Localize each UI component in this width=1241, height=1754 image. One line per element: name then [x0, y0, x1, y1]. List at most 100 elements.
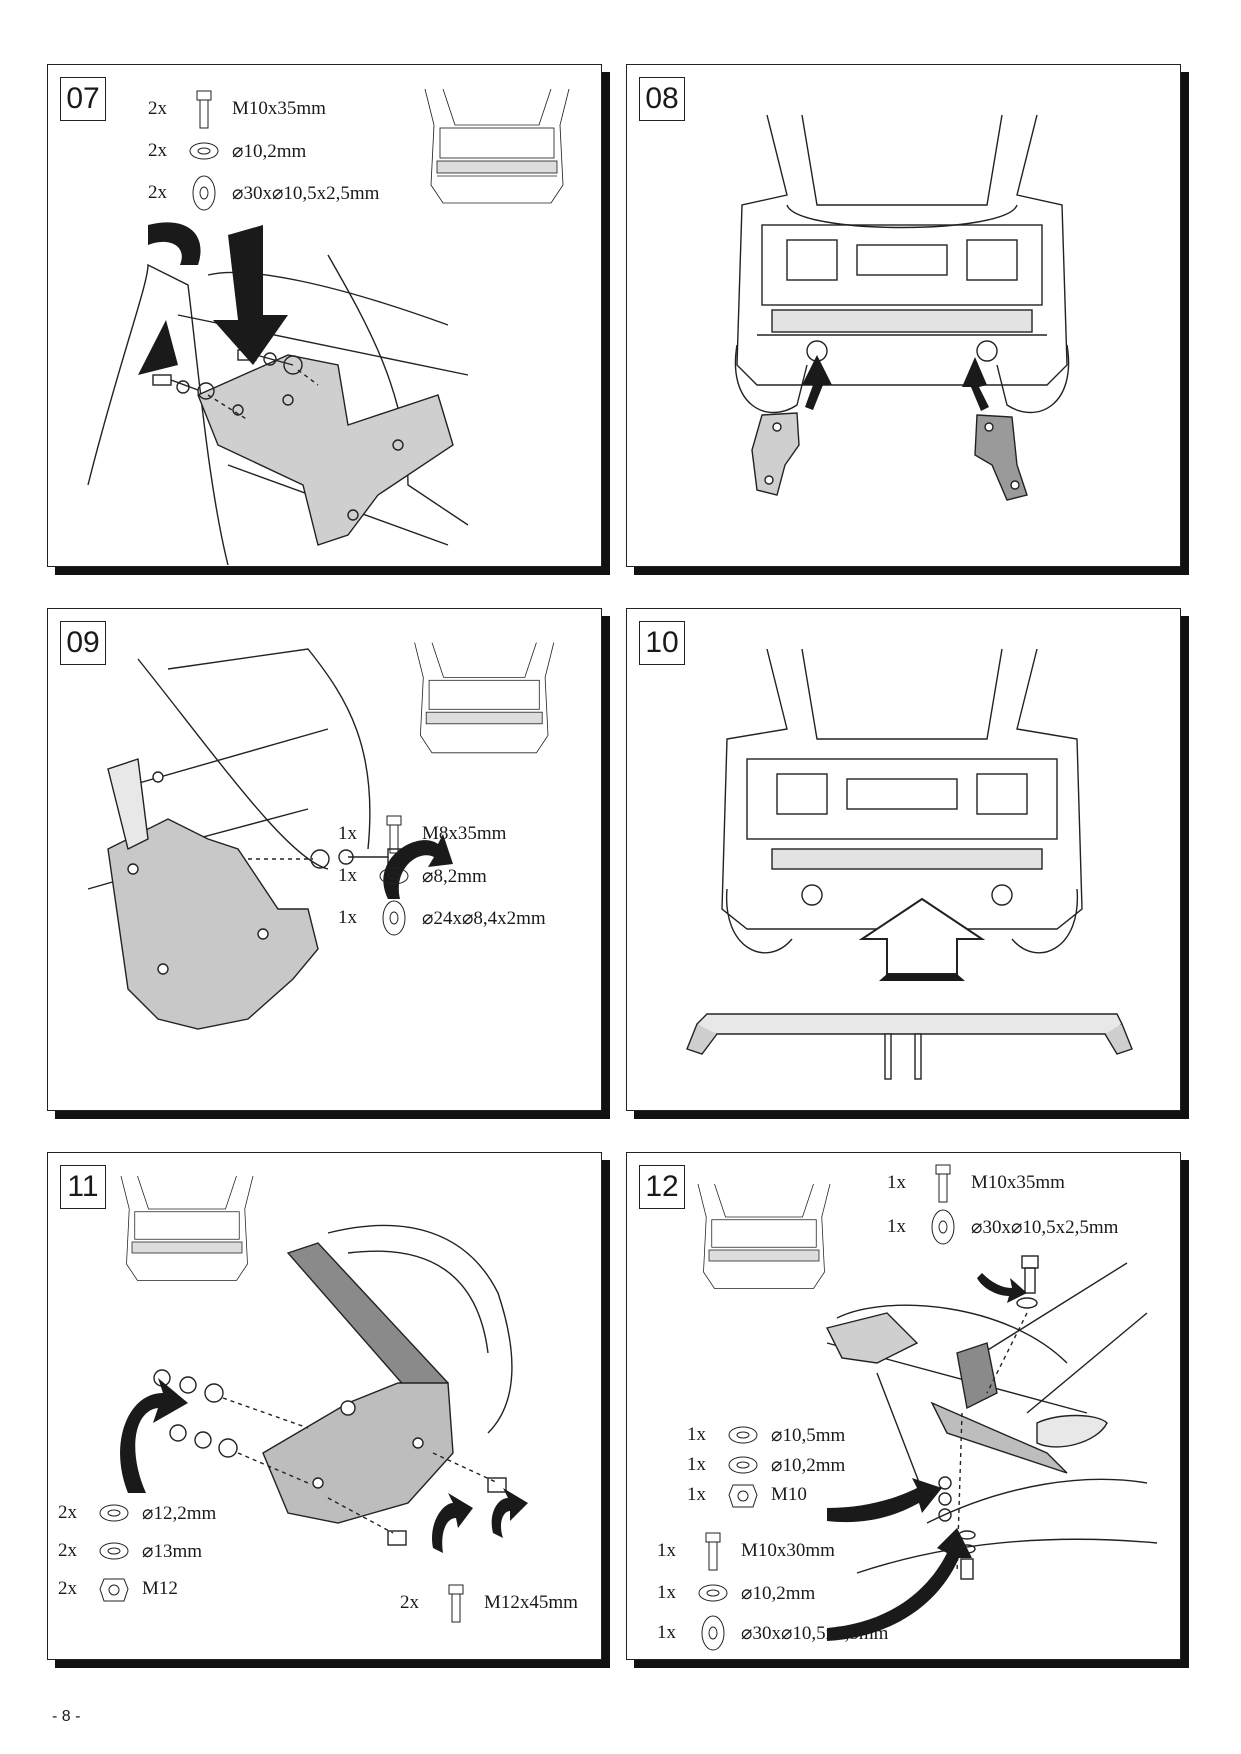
illustration-center-fixing [697, 1183, 1158, 1641]
parts-list-row: 1x ⌀24x⌀8,4x2mm [338, 898, 546, 938]
bracket [107, 758, 319, 1030]
part-quantity: 1x [657, 1622, 676, 1643]
flat-washer-icon [182, 173, 226, 213]
flat-washer-icon [372, 898, 416, 938]
part-spec: ⌀13mm [142, 1540, 202, 1562]
car-rear-thumbnail [120, 1175, 254, 1281]
parts-list-middle: 1x ⌀10,5mm 1x ⌀10,2mm 1x M10 [687, 1415, 887, 1515]
parts-list-row: 2x M12 [58, 1569, 178, 1609]
parts-list-row: 2x ⌀13mm [58, 1531, 202, 1571]
spring-washer-icon [182, 131, 226, 171]
nut-washer-assembly [153, 1369, 507, 1546]
parts-list-row: 1x ⌀10,2mm [657, 1573, 815, 1613]
page-number: - 8 - [52, 1708, 81, 1725]
illustration-bracket-fixing [87, 642, 555, 1030]
part-quantity: 1x [657, 1582, 676, 1603]
part-quantity: 1x [657, 1540, 676, 1561]
spring-washer-icon [372, 856, 416, 896]
parts-list-top: 1x M10x35mm 1x ⌀30x⌀10,5x2,5mm [887, 1163, 1177, 1253]
car-rear-thumbnail [424, 88, 570, 204]
car-rear-thumbnail [414, 642, 555, 754]
flat-washer-icon [691, 1613, 735, 1653]
part-spec: ⌀12,2mm [142, 1502, 217, 1524]
insert-arrows [120, 1378, 528, 1553]
part-quantity: 1x [338, 865, 357, 886]
part-quantity: 1x [687, 1454, 706, 1475]
step-number: 10 [639, 621, 685, 665]
part-spec: ⌀10,2mm [232, 140, 307, 162]
part-spec: M12x45mm [484, 1592, 578, 1613]
panel-step-11: 11 [47, 1152, 602, 1660]
insert-arrows [802, 355, 989, 411]
insert-arrow [858, 897, 986, 975]
nut-icon [92, 1569, 136, 1609]
part-spec: ⌀10,2mm [741, 1582, 816, 1604]
parts-list-row: 1x ⌀30x⌀10,5x2,5mm [657, 1613, 888, 1653]
parts-list-row: 1x ⌀10,2mm [687, 1445, 845, 1485]
part-quantity: 2x [148, 140, 167, 161]
part-spec: M8x35mm [422, 823, 507, 844]
parts-list-row: 1x M8x35mm [338, 814, 506, 854]
nut-icon [721, 1475, 765, 1515]
part-quantity: 2x [58, 1540, 77, 1561]
illustration-crossbar-bolting [120, 1175, 528, 1553]
panel-step-07: 07 [47, 64, 602, 567]
bolt-assembly-left [152, 374, 215, 400]
step-number: 11 [60, 1165, 106, 1209]
part-spec: M10x30mm [741, 1540, 835, 1561]
car-rear-view [721, 648, 1083, 954]
illustration-crossbar-installation [686, 648, 1133, 1080]
step-number: 09 [60, 621, 106, 665]
bracket-left [751, 412, 800, 496]
crossbar-end [262, 1242, 454, 1524]
insert-arrow [383, 834, 453, 899]
part-spec: ⌀30x⌀10,5x2,5mm [232, 182, 380, 204]
parts-list-bottom: 1x M10x30mm 1x ⌀10,2mm 1x ⌀30x⌀10,5x2,5m… [657, 1531, 917, 1656]
step-number: 07 [60, 77, 106, 121]
flat-washer-icon [921, 1207, 965, 1247]
parts-list-row: 2x M10x35mm [148, 89, 326, 129]
parts-list-row: 1x ⌀30x⌀10,5x2,5mm [887, 1207, 1118, 1247]
spring-washer-icon [691, 1573, 735, 1613]
parts-list-row: 2x ⌀12,2mm [58, 1493, 216, 1533]
bolt-icon [921, 1163, 965, 1203]
insert-arrows [827, 1273, 1027, 1641]
part-quantity: 1x [887, 1172, 906, 1193]
part-spec: ⌀24x⌀8,4x2mm [422, 907, 546, 929]
part-quantity: 2x [148, 182, 167, 203]
parts-list-row: 1x M10x35mm [887, 1163, 1065, 1203]
spring-washer-icon [721, 1415, 765, 1455]
spring-washer-icon [92, 1531, 136, 1571]
part-spec: ⌀8,2mm [422, 865, 487, 887]
parts-list-row: 1x M10 [687, 1475, 807, 1515]
car-rear-thumbnail [697, 1183, 831, 1289]
part-quantity: 1x [687, 1484, 706, 1505]
bolt-icon [691, 1531, 735, 1571]
part-quantity: 2x [148, 98, 167, 119]
step-number: 08 [639, 77, 685, 121]
part-quantity: 2x [58, 1578, 77, 1599]
parts-list-row: 1x ⌀8,2mm [338, 856, 487, 896]
part-spec: M12 [142, 1578, 178, 1599]
bracket [825, 1312, 1108, 1474]
part-spec: M10 [771, 1484, 807, 1505]
bolt-icon [372, 814, 416, 854]
part-spec: ⌀30x⌀10,5x2,5mm [971, 1216, 1119, 1238]
parts-list-row: 1x M10x30mm [657, 1531, 835, 1571]
part-quantity: 2x [58, 1502, 77, 1523]
bolt-icon [182, 89, 226, 129]
part-quantity: 1x [687, 1424, 706, 1445]
part-quantity: 1x [338, 823, 357, 844]
illustration-bracket-placement [734, 114, 1070, 501]
parts-list-row: 2x ⌀30x⌀10,5x2,5mm [148, 173, 379, 213]
part-quantity: 2x [400, 1592, 419, 1613]
panel-step-12: 12 [626, 1152, 1181, 1660]
part-quantity: 1x [338, 907, 357, 928]
parts-list: 2x M10x35mm 2x ⌀10,2mm 2x ⌀30x⌀10,5x2,5m… [148, 89, 408, 219]
panel-step-08: 08 [626, 64, 1181, 567]
spring-washer-icon [92, 1493, 136, 1533]
parts-list-bolts: 2x M12x45mm [400, 1583, 590, 1633]
spring-washer-icon [721, 1445, 765, 1485]
part-spec: ⌀10,5mm [771, 1424, 846, 1446]
insert-arrows [138, 222, 288, 375]
